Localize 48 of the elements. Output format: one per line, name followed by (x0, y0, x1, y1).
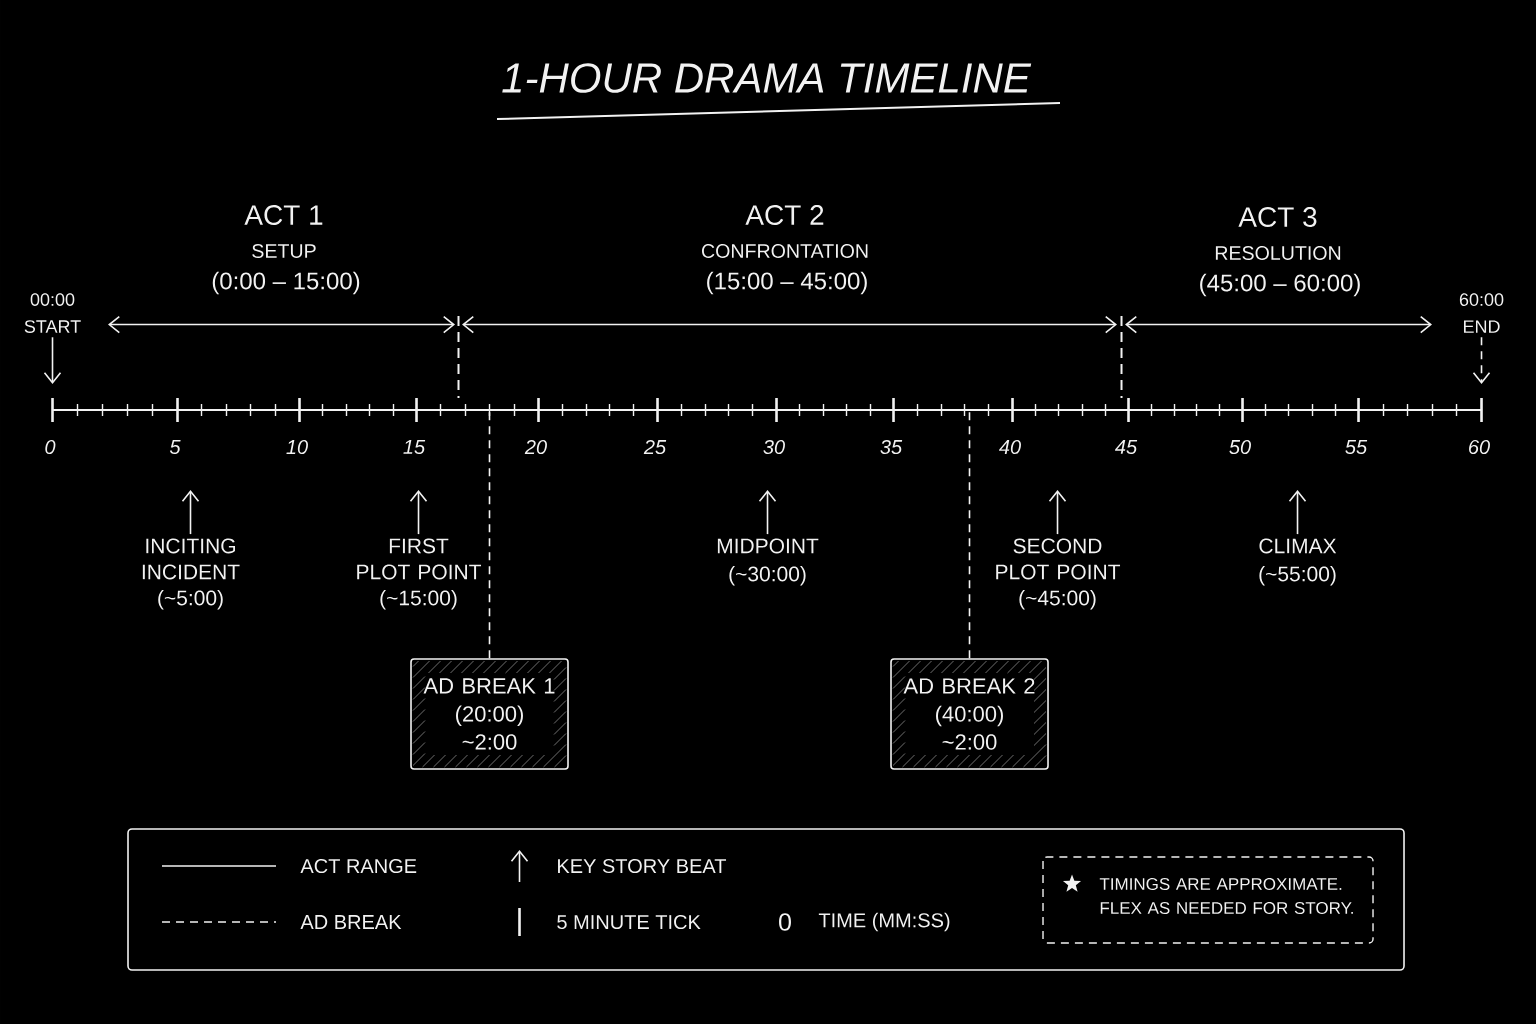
legend-label: KEY STORY BEAT (558, 858, 727, 874)
time-range: (0:00 – 15:00) (212, 271, 360, 295)
legend-label: AD BREAK (300, 915, 402, 929)
arrow (758, 490, 777, 535)
tick-number: 5 (169, 440, 181, 454)
act-title: ACT 3 (1238, 207, 1317, 227)
tick-number: 15 (403, 440, 426, 454)
arrow (181, 490, 200, 535)
time-range: (15:00 – 45:00) (707, 271, 867, 295)
act-name: RESOLUTION (1215, 246, 1341, 260)
legend-label: TIME (MM:SS) (818, 912, 950, 932)
tick-number: 55 (1345, 440, 1368, 454)
tick-number: 30 (763, 439, 785, 455)
beat-label: SECOND PLOT POINT (~45:00) (996, 538, 1120, 610)
arrow (1472, 336, 1491, 384)
tick-number: 50 (1229, 439, 1251, 455)
leader-line (488, 411, 491, 659)
leader-line (968, 411, 971, 659)
arrow (409, 490, 428, 535)
act-title: ACT 2 (745, 205, 824, 225)
beat-label: MIDPOINT (~30:00) (717, 538, 819, 586)
arrow (1048, 490, 1067, 535)
sample-number: 0 (779, 913, 791, 931)
ad-break-box: AD BREAK 1 (20:00) ~2:00 (410, 658, 569, 770)
tick-number: 0 (45, 439, 56, 455)
act-title: ACT 1 (244, 205, 323, 225)
beat-label: FIRST PLOT POINT (~15:00) (357, 538, 481, 610)
act-name: CONFRONTATION (702, 244, 868, 258)
act-name: SETUP (252, 244, 316, 258)
tick-number: 35 (880, 439, 903, 455)
tick-number: 10 (286, 439, 308, 455)
tick-number: 45 (1115, 440, 1138, 454)
beat-label: CLIMAX (~55:00) (1259, 538, 1337, 586)
tick-number: 25 (643, 439, 667, 455)
arrow (43, 336, 62, 384)
tick-number: 40 (999, 439, 1021, 455)
legend-label: 5 MINUTE TICK (557, 914, 701, 930)
legend-label: ACT RANGE (300, 858, 417, 874)
note-box: TIMINGS ARE APPROXIMATE. FLEX AS NEEDED FOR STORY. (1042, 856, 1374, 944)
arrow (1288, 490, 1307, 535)
ad-break-box: AD BREAK 2 (40:00) ~2:00 (890, 658, 1049, 770)
time-range: (45:00 – 60:00) (1200, 273, 1360, 297)
tick-number: 20 (524, 439, 547, 455)
beat-label: INCITING INCIDENT (~5:00) (142, 538, 240, 610)
marker-label: 60:00 END (1459, 293, 1504, 333)
marker-label: 00:00 START (24, 293, 81, 333)
title: 1-HOUR DRAMA TIMELINE (502, 63, 1032, 93)
tick-number: 60 (1469, 439, 1490, 455)
